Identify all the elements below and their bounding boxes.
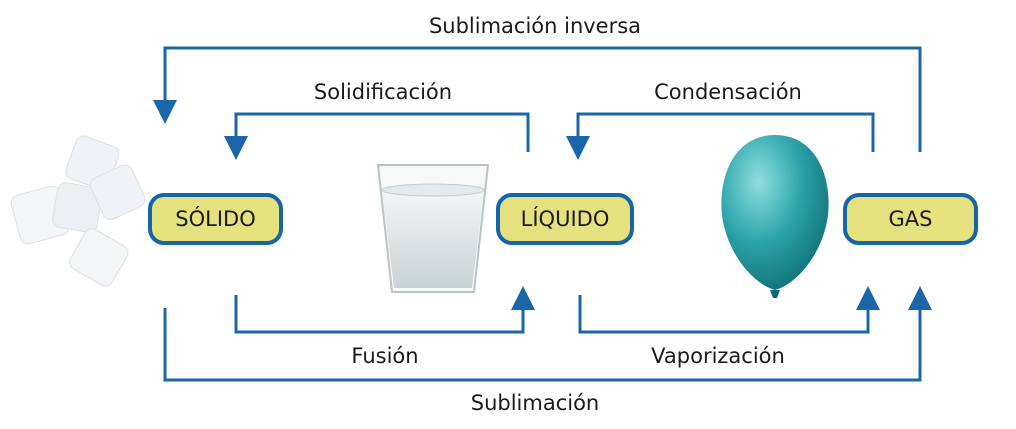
balloon-image — [721, 135, 829, 298]
state-box-liquid: LÍQUIDO — [496, 193, 634, 245]
arrow-reverse-sublimation — [153, 46, 922, 152]
state-box-gas: GAS — [843, 193, 978, 245]
label-solidification: Solidificación — [313, 80, 453, 104]
label-condensation: Condensación — [654, 80, 802, 104]
state-label-liquid: LÍQUIDO — [520, 207, 610, 231]
label-vaporization: Vaporización — [651, 344, 785, 368]
label-reverse-sublimation: Sublimación inversa — [428, 14, 642, 38]
arrow-solidification — [224, 112, 530, 160]
arrow-vaporization — [578, 286, 880, 334]
state-label-gas: GAS — [888, 207, 933, 231]
label-fusion: Fusión — [351, 344, 419, 368]
label-sublimation: Sublimación — [470, 391, 600, 415]
arrow-condensation — [566, 112, 875, 160]
arrow-sublimation — [163, 286, 932, 382]
arrow-fusion — [234, 286, 535, 334]
ice-cubes-image — [10, 135, 146, 287]
glass-of-water-image — [376, 164, 490, 293]
state-box-solid: SÓLIDO — [148, 193, 283, 245]
state-label-solid: SÓLIDO — [175, 207, 256, 231]
